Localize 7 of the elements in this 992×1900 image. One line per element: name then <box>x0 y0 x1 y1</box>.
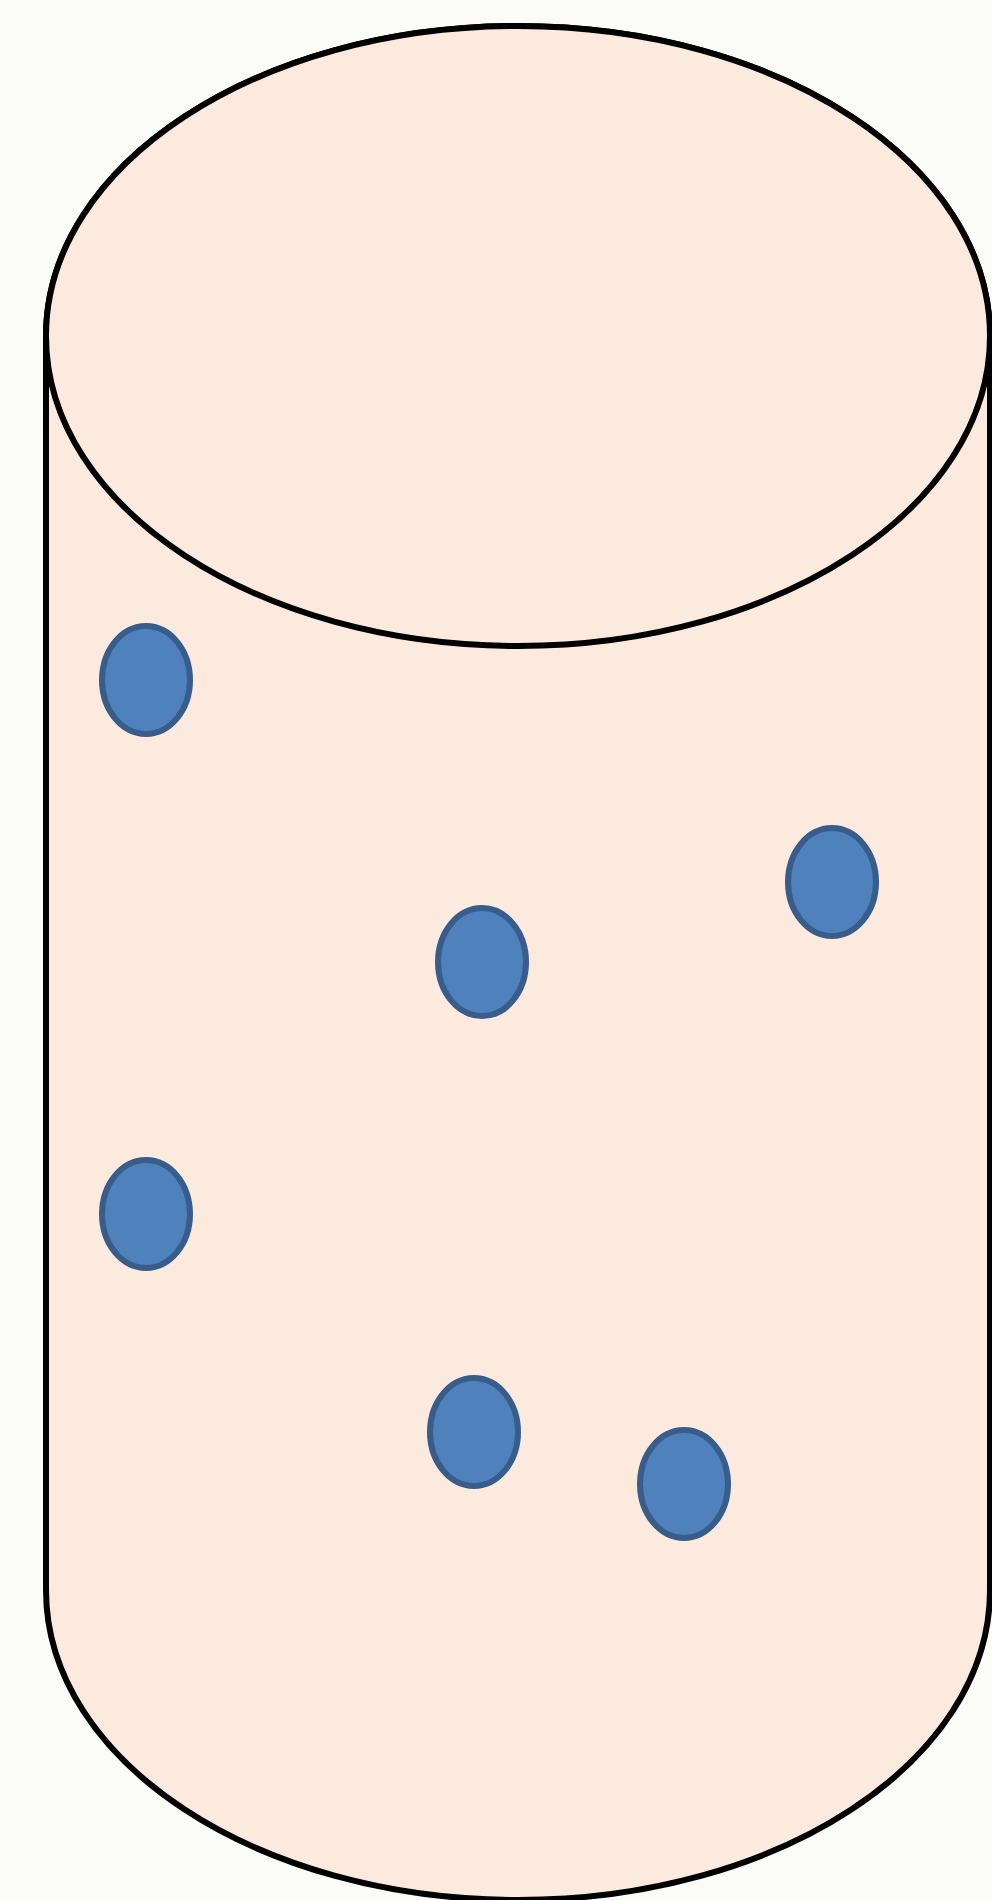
dot <box>99 623 193 737</box>
dot <box>785 825 879 939</box>
dot <box>637 1427 731 1541</box>
cylinder <box>43 23 992 1900</box>
dot <box>99 1157 193 1271</box>
dot <box>435 905 529 1019</box>
dot <box>427 1375 521 1489</box>
